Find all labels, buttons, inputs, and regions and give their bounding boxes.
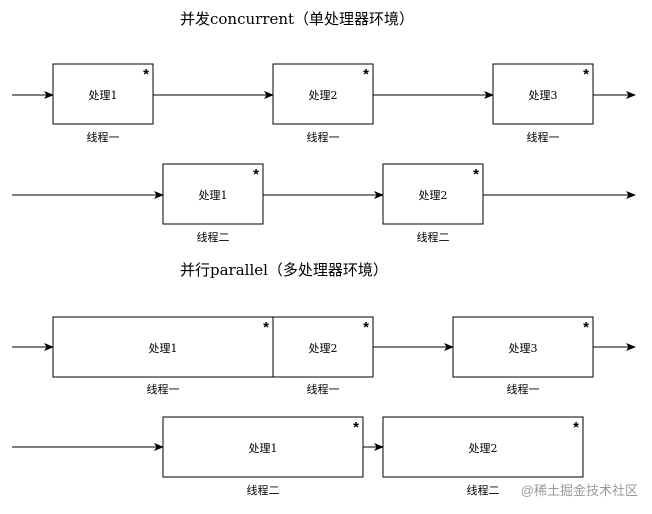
concurrent-t1-task-1-star-icon: *: [143, 66, 149, 83]
concurrent-t1-task-1-label: 处理1: [89, 89, 118, 102]
parallel-t1-task-2-label: 处理2: [309, 342, 338, 355]
parallel-t1-task-1-star-icon: *: [263, 319, 269, 336]
concurrent-t1-task-3-star-icon: *: [583, 66, 589, 83]
parallel-t1-label-1: 线程一: [147, 382, 180, 396]
parallel-t2-task-1-box: [162, 416, 364, 478]
concurrent-t2-task-1-star-icon: *: [253, 166, 259, 183]
section-title-parallel: 并行parallel（多处理器环境）: [180, 261, 388, 279]
watermark-text: @稀土掘金技术社区: [521, 483, 638, 498]
concurrent-t1-task-2-label: 处理2: [309, 89, 338, 102]
parallel-t2-label-2: 线程二: [467, 483, 500, 497]
parallel-t2-task-1-label: 处理1: [249, 442, 278, 455]
concurrent-t2-label-2: 线程二: [417, 230, 450, 244]
parallel-t2-label-1: 线程二: [247, 483, 280, 497]
parallel-t1-task-3-star-icon: *: [583, 319, 589, 336]
parallel-t1-label-2: 线程一: [307, 382, 340, 396]
parallel-t1-task-2-star-icon: *: [363, 319, 369, 336]
concurrent-t1-task-3-box: [492, 63, 594, 125]
parallel-t2-task-2-label: 处理2: [469, 442, 498, 455]
concurrent-t1-task-1-box: [52, 63, 154, 125]
parallel-t2-task-2-box: [382, 416, 584, 478]
parallel-t2-task-1-star-icon: *: [353, 419, 359, 436]
concurrent-t2-task-2-box: [382, 163, 484, 225]
concurrent-t1-label-2: 线程一: [307, 130, 340, 144]
concurrent-t2-label-1: 线程二: [197, 230, 230, 244]
concurrent-t2-task-2-label: 处理2: [419, 189, 448, 202]
parallel-t1-label-3: 线程一: [507, 382, 540, 396]
concurrent-t2-task-2-star-icon: *: [473, 166, 479, 183]
section-title-concurrent: 并发concurrent（单处理器环境）: [180, 10, 414, 28]
concurrent-t2-task-1-box: [162, 163, 264, 225]
concurrent-t1-label-1: 线程一: [87, 130, 120, 144]
parallel-t1-task-3-label: 处理3: [509, 342, 538, 355]
parallel-t1-task-2-box: [272, 316, 374, 378]
parallel-t1-task-1-box: [52, 316, 274, 378]
concurrent-t1-task-3-label: 处理3: [529, 89, 558, 102]
concurrent-t2-task-1-label: 处理1: [199, 189, 228, 202]
parallel-t1-task-1-label: 处理1: [149, 342, 178, 355]
concurrent-t1-task-2-star-icon: *: [363, 66, 369, 83]
parallel-t1-task-3-box: [452, 316, 594, 378]
concurrent-t1-label-3: 线程一: [527, 130, 560, 144]
parallel-t2-task-2-star-icon: *: [573, 419, 579, 436]
concurrent-t1-task-2-box: [272, 63, 374, 125]
